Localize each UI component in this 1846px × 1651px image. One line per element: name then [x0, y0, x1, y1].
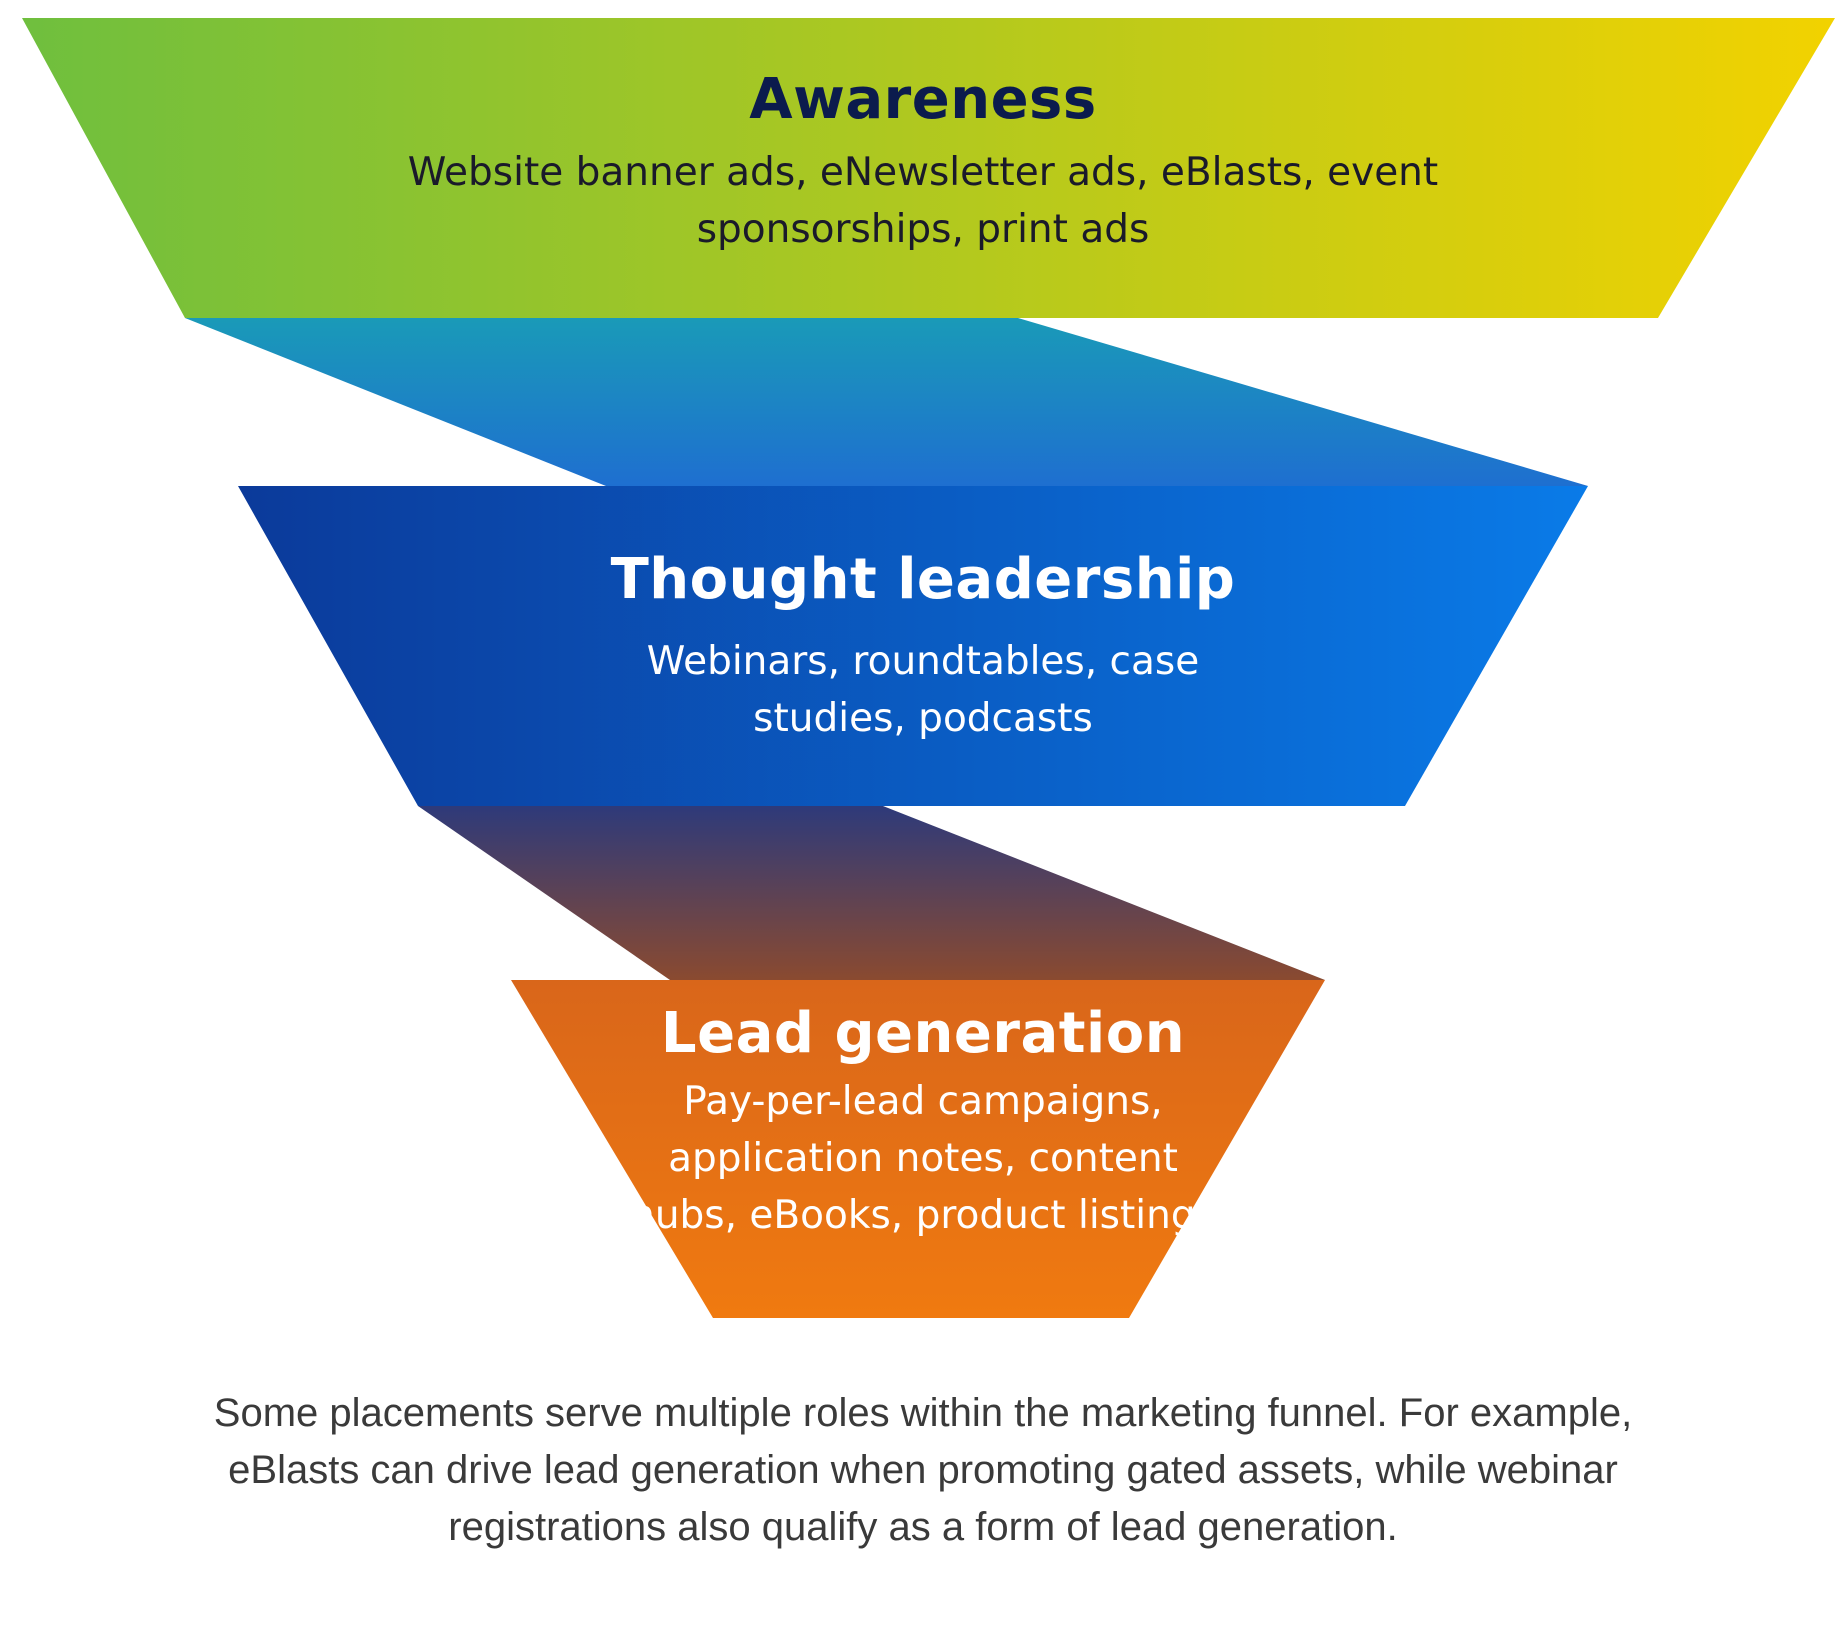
funnel-caption: Some placements serve multiple roles wit… — [213, 1391, 1633, 1549]
funnel-stage-lead-generation — [511, 980, 1325, 1318]
funnel-stage-awareness — [22, 18, 1835, 318]
stage-title-awareness: Awareness — [749, 67, 1097, 132]
funnel-connector-awareness-to-thought — [185, 318, 1588, 486]
stage-title-thought-leadership: Thought leadership — [610, 547, 1236, 612]
stage-description-thought-leadership: Webinars, roundtables, case studies, pod… — [646, 639, 1200, 741]
stage-description-lead-generation: Pay-per-lead campaigns, application note… — [630, 1079, 1216, 1238]
funnel-connector-thought-to-lead — [418, 806, 1325, 980]
funnel-stage-thought-leadership — [238, 486, 1588, 806]
stage-title-lead-generation: Lead generation — [660, 1001, 1186, 1066]
stage-description-awareness: Website banner ads, eNewsletter ads, eBl… — [407, 150, 1439, 252]
